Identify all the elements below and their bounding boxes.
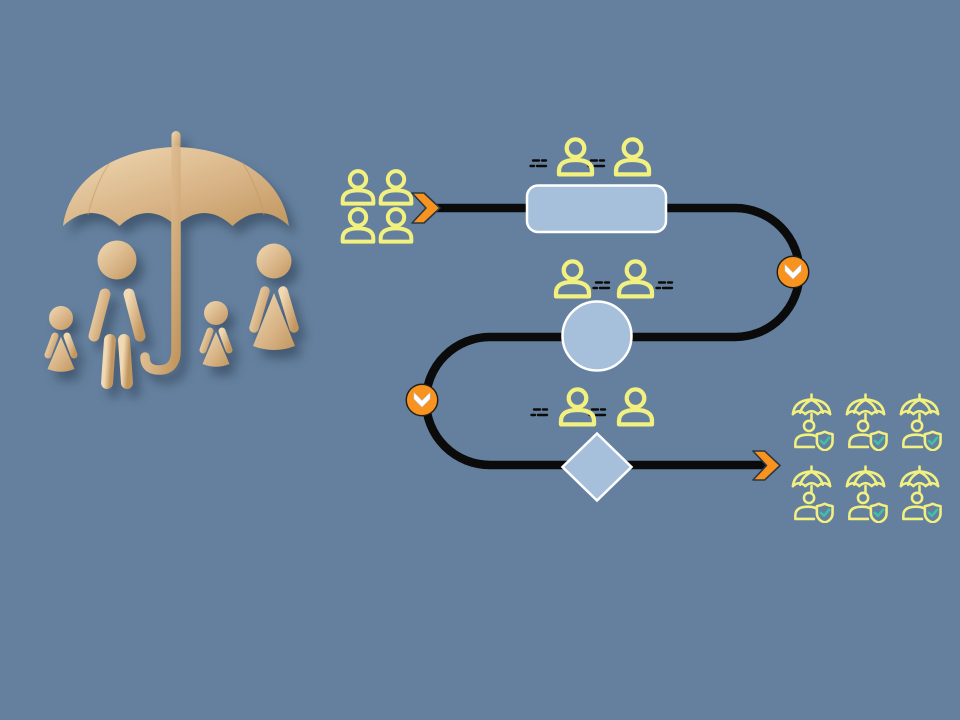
family-under-umbrella-image <box>44 131 299 396</box>
person-icon <box>561 389 594 424</box>
person-icon <box>619 389 652 424</box>
flow-node-rounded-rectangle <box>525 184 668 234</box>
person-icon <box>340 207 376 244</box>
stage-3-people <box>561 389 652 424</box>
umbrella-pole <box>140 145 181 375</box>
insured-person-icon <box>791 465 834 523</box>
process-flow-diagram <box>340 139 942 523</box>
speed-dashes-icon <box>592 281 611 290</box>
person-icon <box>556 261 589 296</box>
daughter-left-figure <box>44 306 78 396</box>
person-icon <box>616 139 649 174</box>
chevron-down-circle-icon <box>776 255 810 289</box>
insured-person-icon <box>899 393 942 451</box>
daughter-right-figure <box>199 301 233 391</box>
insured-person-icon <box>791 393 834 451</box>
speed-dashes-icon <box>655 281 674 290</box>
insured-person-icon <box>845 393 888 451</box>
flow-node-diamond <box>560 431 634 503</box>
person-icon <box>378 207 414 244</box>
person-icon <box>619 261 652 296</box>
insured-person-icon <box>899 465 942 523</box>
person-icon <box>559 139 592 174</box>
umbrella-tip <box>171 131 181 150</box>
flow-node-circle <box>561 300 633 372</box>
mother-figure <box>249 243 299 392</box>
insured-person-icon <box>845 465 888 523</box>
speed-dashes-icon <box>530 408 549 417</box>
stage-2-people <box>556 261 652 296</box>
person-icon <box>378 169 414 206</box>
umbrella <box>63 131 289 375</box>
insured-people-group <box>791 393 942 523</box>
stage-1-people <box>559 139 649 174</box>
chevron-down-circle-icon <box>405 383 439 417</box>
father-figure <box>88 240 146 389</box>
person-icon <box>340 169 376 206</box>
start-people-group <box>340 169 414 244</box>
speed-dashes-icon <box>529 159 548 168</box>
start-arrow-icon <box>411 192 441 224</box>
